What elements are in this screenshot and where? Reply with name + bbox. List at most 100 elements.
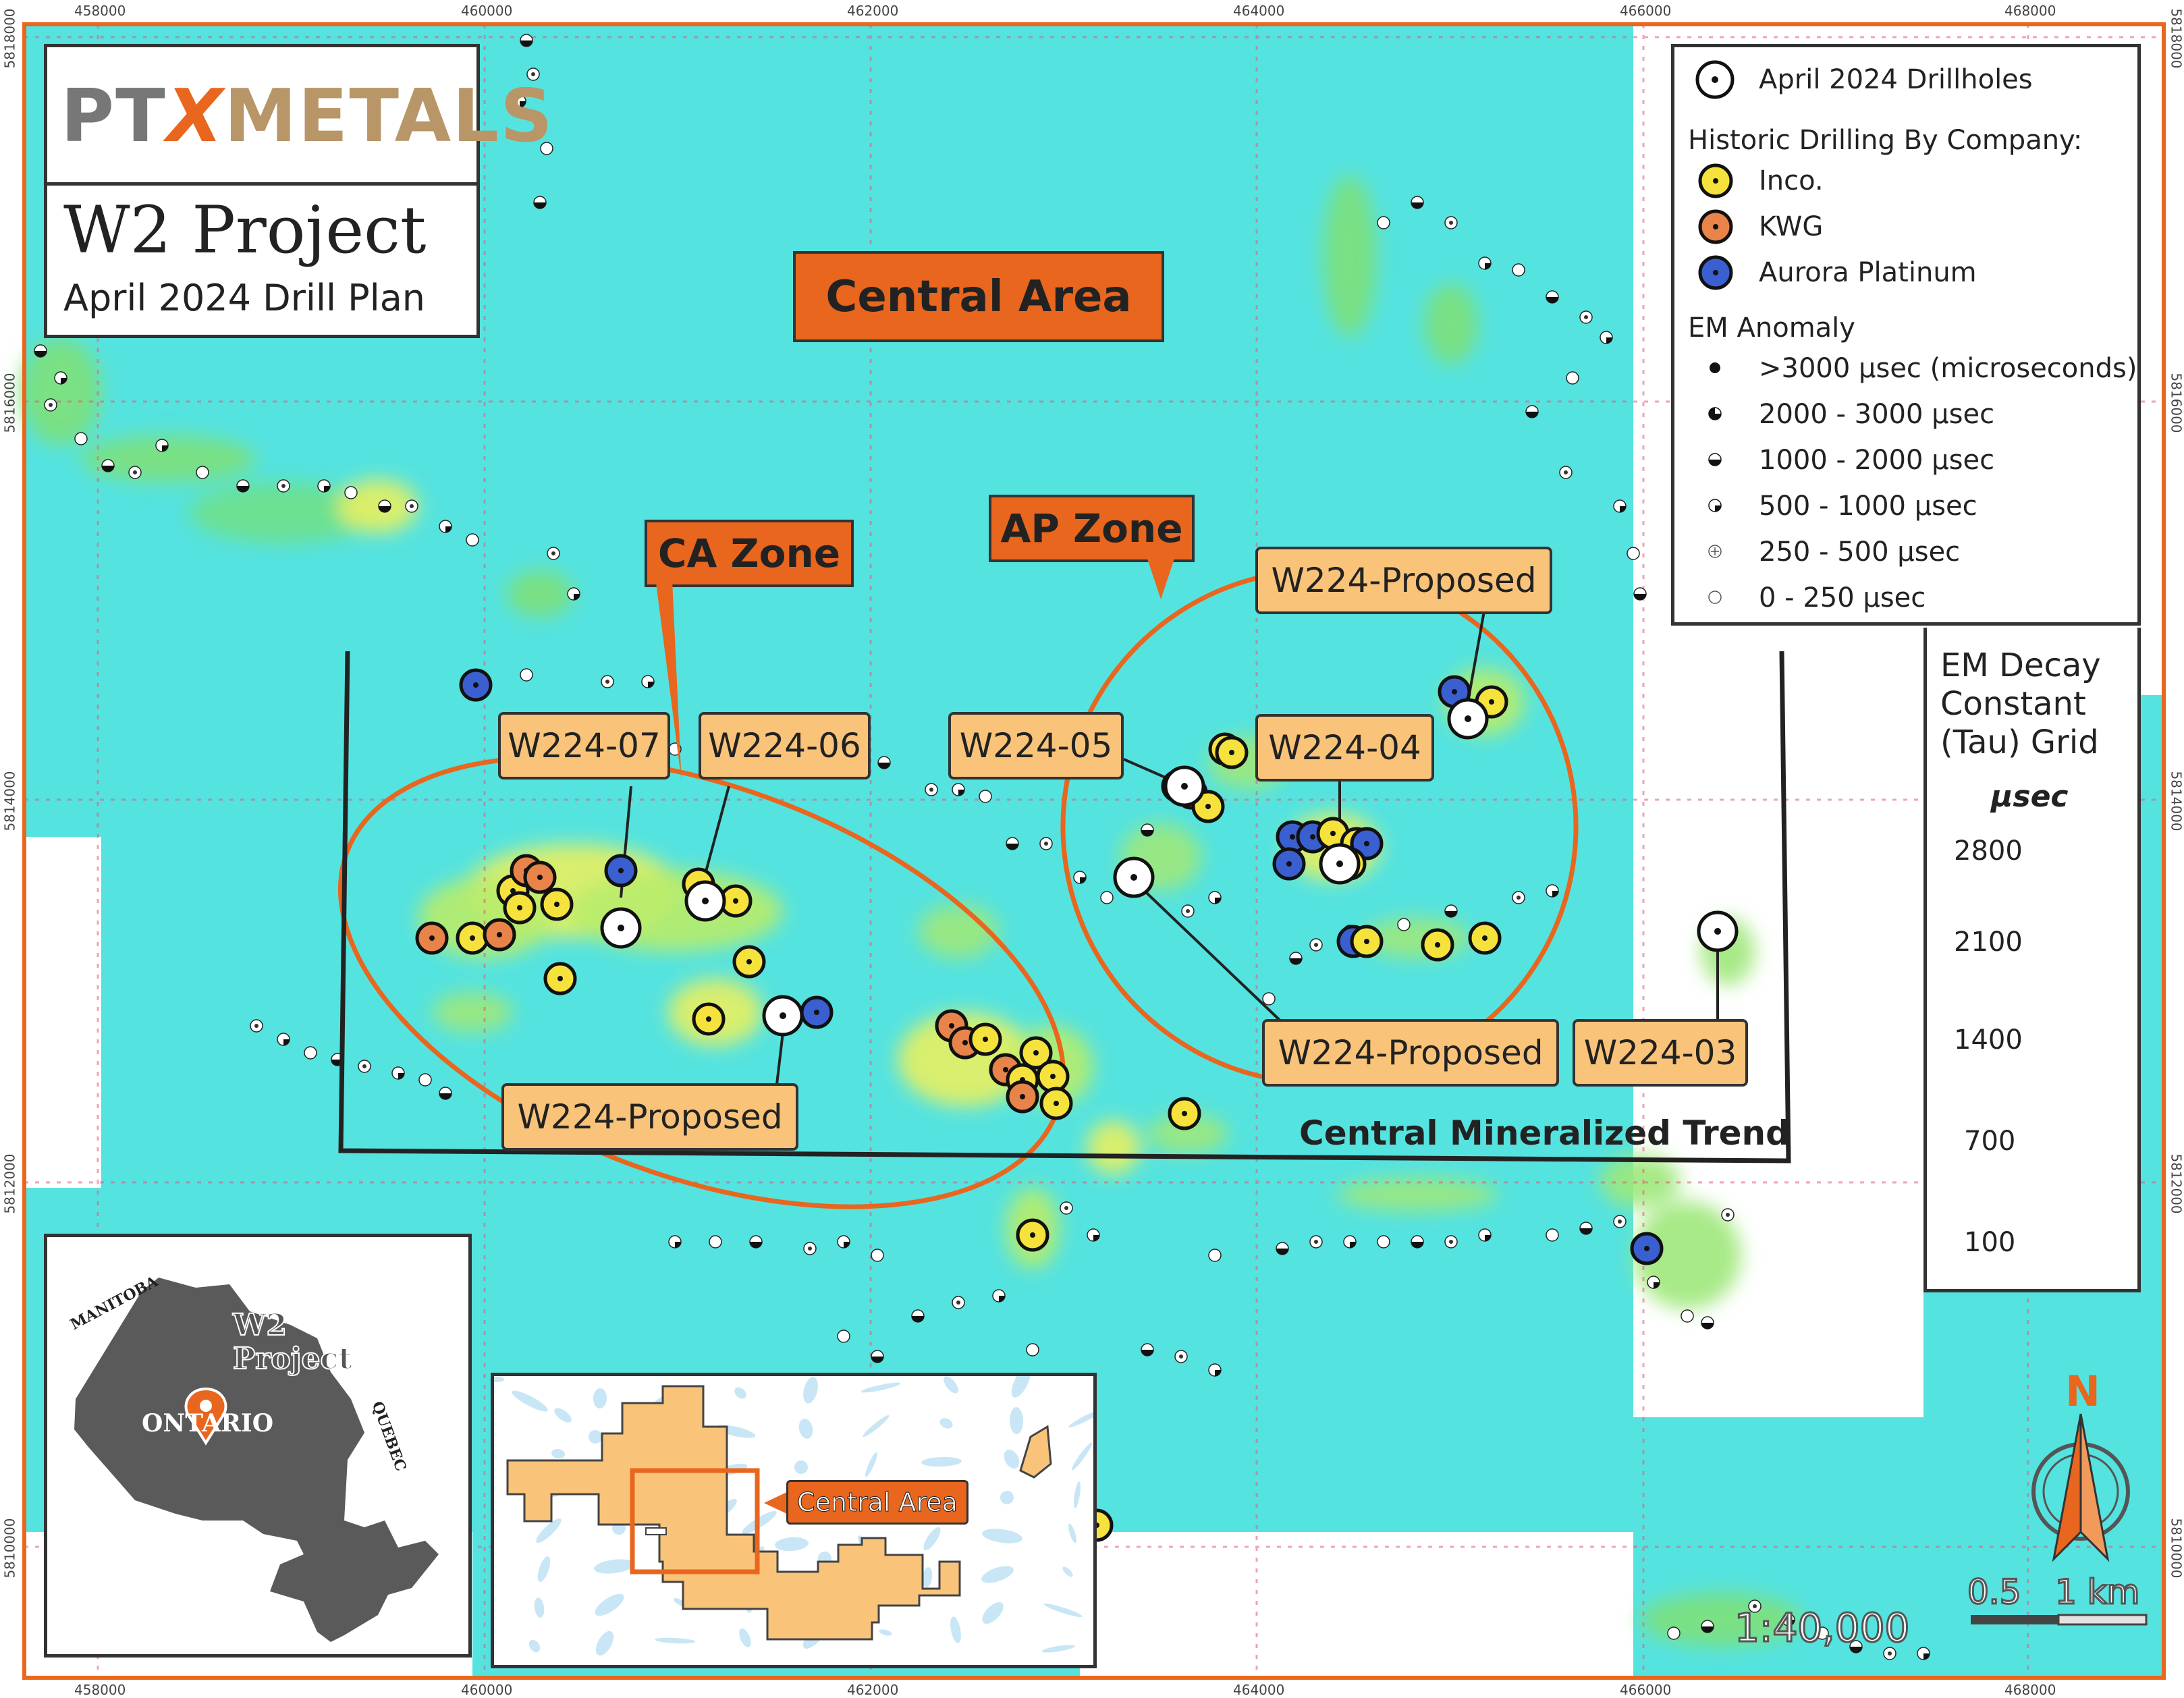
legend-em-class-3: 500 - 1000 µsec [1759, 491, 1977, 522]
april-drillhole-symbol [1695, 60, 1735, 99]
claims-outline [506, 1385, 961, 1641]
em-symbol-1000-2000 [1708, 453, 1722, 466]
project-subtitle: April 2024 Drill Plan [63, 277, 426, 319]
tau-title-line-1: EM Decay [1940, 647, 2101, 684]
ca-zone-label: CA Zone [645, 520, 854, 587]
inset-central-area-label: Central Area [786, 1480, 968, 1525]
callout-w224-07: W224-07 [498, 712, 670, 779]
axis-tick: 466000 [1620, 3, 1672, 19]
ontario-locator-inset: MANITOBA QUEBEC ONTARIO W2 Project [44, 1234, 472, 1658]
central-mineralized-trend-label: Central Mineralized Trend [1299, 1114, 1790, 1153]
scale-label-end: 1 km [2054, 1572, 2140, 1613]
claims-outline-east [1019, 1425, 1052, 1479]
project-title: W2 Project [63, 192, 427, 268]
legend-em-class-0: >3000 µsec (microseconds) [1759, 353, 2137, 384]
legend-em-class-4: 250 - 500 µsec [1759, 537, 1961, 568]
tau-tick-100: 100 [1964, 1227, 2016, 1258]
legend-em-class-5: 0 - 250 µsec [1759, 582, 1926, 613]
legend-company-aurora: Aurora Platinum [1759, 257, 1977, 288]
axis-tick: 5818000 [2168, 8, 2184, 69]
axis-tick: 464000 [1233, 1682, 1285, 1698]
tau-tick-700: 700 [1964, 1126, 2016, 1157]
em-symbol-gt3000 [1710, 362, 1720, 373]
callout-w224-proposed-ap-north: W224-Proposed [1255, 547, 1552, 614]
tau-title-line-2: Constant [1940, 685, 2086, 723]
north-label: N [2065, 1367, 2100, 1416]
no-data-area-left [24, 837, 101, 1188]
tau-tick-1400: 1400 [1954, 1024, 2023, 1056]
legend-historic-header: Historic Drilling By Company: [1688, 125, 2083, 156]
title-divider [47, 182, 476, 186]
axis-tick: 462000 [847, 1682, 899, 1698]
logo-text-metals: METALS [224, 74, 554, 159]
company-logo: PTXMETALS [61, 74, 553, 182]
central-area-box [630, 1468, 760, 1574]
em-symbol-2000-3000 [1708, 407, 1722, 420]
callout-w224-proposed-ap-south: W224-Proposed [1262, 1019, 1559, 1087]
ontario-label: ONTARIO [142, 1409, 274, 1437]
legend-company-kwg: KWG [1759, 211, 1824, 242]
claims-overview-inset: Central Area [491, 1373, 1097, 1668]
axis-tick: 460000 [461, 3, 513, 19]
callout-w224-proposed-ca: W224-Proposed [501, 1083, 798, 1151]
central-mineralized-trend-outline [338, 651, 1791, 1163]
axis-tick: 462000 [847, 3, 899, 19]
no-data-area-bottom-right [1080, 1532, 1633, 1678]
legend-april-drillholes: April 2024 Drillholes [1759, 64, 2033, 95]
callout-w224-04: W224-04 [1255, 714, 1434, 782]
axis-tick: 5818000 [1, 8, 18, 69]
tau-title-line-3: (Tau) Grid [1940, 723, 2099, 761]
callout-w224-05: W224-05 [948, 712, 1124, 779]
logo-text-pt: PT [61, 74, 167, 159]
logo-text-x: X [166, 74, 225, 159]
map-frame [22, 22, 2166, 1680]
axis-tick: 468000 [2004, 1682, 2056, 1698]
axis-tick: 458000 [74, 1682, 126, 1698]
axis-tick: 5814000 [1, 771, 18, 831]
scale-bar [1971, 1614, 2148, 1626]
aurora-symbol [1698, 255, 1733, 290]
axis-tick: 5810000 [2168, 1518, 2184, 1579]
legend-em-header: EM Anomaly [1688, 312, 1855, 344]
tau-legend-panel: EM Decay Constant (Tau) Grid µsec 2800 2… [1923, 628, 2141, 1292]
axis-tick: 468000 [2004, 3, 2056, 19]
axis-tick: 458000 [74, 3, 126, 19]
historic-drillholes [415, 668, 1664, 1542]
axis-tick: 464000 [1233, 3, 1285, 19]
legend-em-class-1: 2000 - 3000 µsec [1759, 399, 1995, 430]
legend-em-class-2: 1000 - 2000 µsec [1759, 445, 1995, 476]
april-2024-drillholes [600, 698, 1739, 1037]
inset-central-area-pointer [764, 1491, 790, 1515]
kwg-symbol [1698, 209, 1733, 244]
axis-tick: 5812000 [2168, 1153, 2184, 1214]
ap-zone-label: AP Zone [989, 495, 1195, 562]
axis-tick: 5814000 [2168, 771, 2184, 831]
inset-project-label-2: Project [232, 1341, 353, 1377]
axis-tick: 466000 [1620, 1682, 1672, 1698]
project-pin-icon [184, 1387, 227, 1446]
tau-tick-2800: 2800 [1954, 836, 2023, 867]
title-panel: PTXMETALS W2 Project April 2024 Drill Pl… [44, 44, 553, 338]
inset-project-label-1: W2 [232, 1307, 288, 1343]
em-symbol-500-1000 [1708, 499, 1722, 512]
ap-zone-pointer [1147, 559, 1174, 599]
ontario-shape [74, 1278, 439, 1642]
axis-tick: 5816000 [1, 373, 18, 433]
callout-w224-06: W224-06 [699, 712, 871, 779]
callout-w224-03: W224-03 [1573, 1019, 1748, 1087]
em-symbol-250-500 [1708, 545, 1722, 558]
ontario-map [74, 1278, 439, 1642]
north-arrow [2031, 1413, 2130, 1562]
tau-unit: µsec [1991, 779, 2069, 814]
axis-tick: 5810000 [1, 1518, 18, 1579]
legend-company-inco: Inco. [1759, 165, 1824, 196]
legend-panel: April 2024 Drillholes Historic Drilling … [1671, 44, 2141, 626]
axis-tick: 5812000 [1, 1153, 18, 1214]
em-symbol-0-250 [1708, 591, 1722, 604]
callout-leaders [620, 607, 1719, 1091]
axis-tick: 5816000 [2168, 373, 2184, 433]
tau-tick-2100: 2100 [1954, 927, 2023, 958]
scale-label-mid: 0.5 [1967, 1572, 2023, 1613]
axis-tick: 460000 [461, 1682, 513, 1698]
inco-symbol [1698, 163, 1733, 198]
